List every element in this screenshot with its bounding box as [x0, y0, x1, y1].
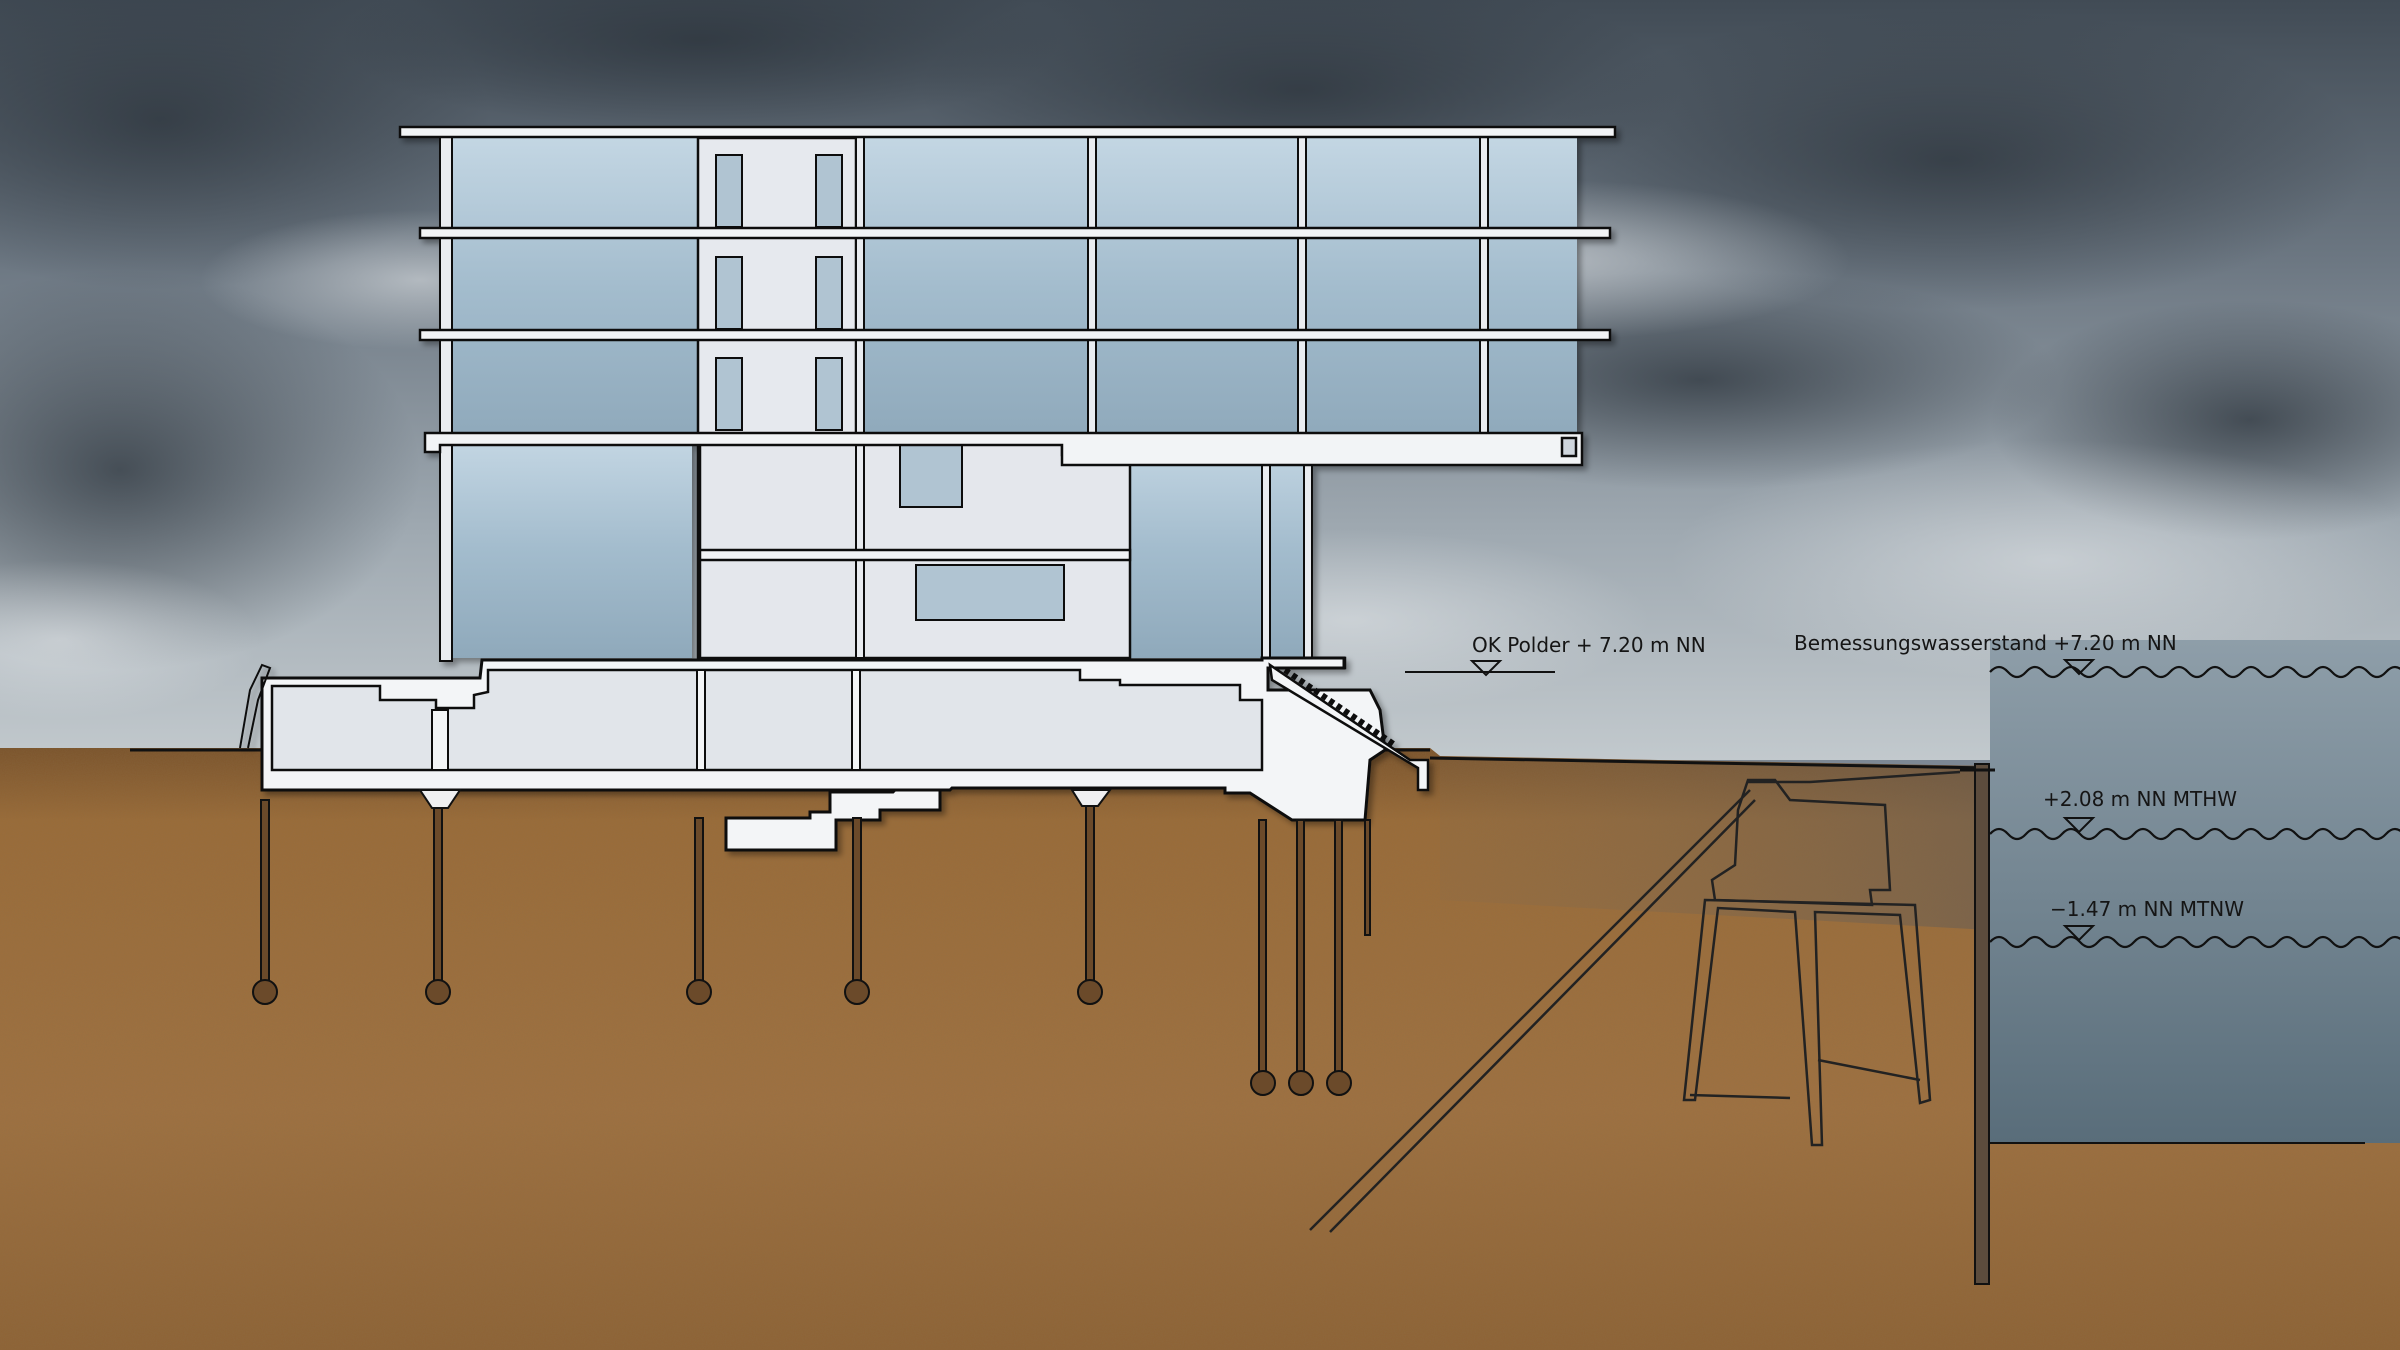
water-level-marker-icon [2062, 817, 2096, 834]
mean-high-water-label: +2.08 m NN MTHW [2043, 787, 2237, 811]
dike-ramp [1268, 662, 1430, 792]
old-quay-structure [1309, 770, 1961, 1233]
railing [239, 663, 272, 749]
dike-fill [1440, 756, 1990, 930]
glazing-lower-left [452, 440, 692, 658]
water-level-marker-icon [2062, 925, 2096, 942]
mean-low-water-label: −1.47 m NN MTNW [2050, 897, 2244, 921]
wave-line-icon [1989, 935, 2400, 949]
wave-line-icon [1989, 827, 2400, 841]
interior-window-lower [915, 564, 1065, 621]
sheet-pile-wall [1960, 763, 1995, 1285]
design-water-level-label: Bemessungswasserstand +7.20 m NN [1794, 631, 2177, 655]
glazing-lower-right [1130, 440, 1312, 658]
mean-high-water-annotation: +2.08 m NN MTHW [1989, 787, 2400, 841]
interior-window-upper [899, 444, 963, 508]
river-water [1990, 640, 2400, 1143]
polder-level-label: OK Polder + 7.20 m NN [1472, 633, 1706, 657]
wave-line-icon [1989, 665, 2400, 679]
basement-interior [270, 668, 1264, 772]
polder-level-annotation: OK Polder + 7.20 m NN [1405, 633, 1706, 677]
basement-walls [431, 669, 861, 771]
water-level-marker-icon [1469, 660, 1503, 677]
mean-low-water-annotation: −1.47 m NN MTNW [1989, 897, 2400, 949]
design-water-level-annotation: Bemessungswasserstand +7.20 m NN [1794, 631, 2400, 679]
building [239, 125, 1617, 852]
glazing-upper [452, 138, 1577, 438]
foundation-piles [252, 789, 1371, 1096]
